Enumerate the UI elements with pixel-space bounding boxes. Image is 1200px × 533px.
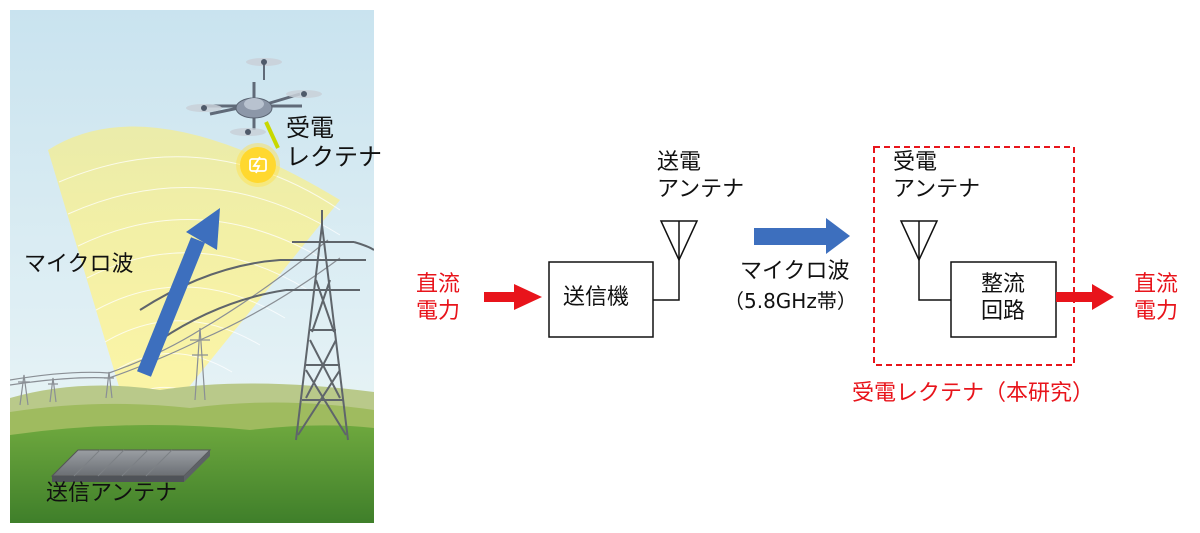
dc-output-label: 直流 電力 <box>1134 272 1179 324</box>
rectifier-label: 整流 回路 <box>981 272 1026 324</box>
frequency-band-label: （5.8GHz帯） <box>724 289 857 313</box>
wireless-power-illustration <box>10 10 374 523</box>
rectenna-caption: 受電レクテナ（本研究） <box>852 381 1095 406</box>
dc-input-label: 直流 電力 <box>416 272 461 324</box>
dc-input-arrow <box>484 284 542 310</box>
power-pylon <box>139 210 374 441</box>
rx-antenna-label: 受電 アンテナ <box>893 150 981 202</box>
rectenna-glow <box>236 143 280 187</box>
transmit-antenna-label: 送信アンテナ <box>46 481 178 506</box>
microwave-arrow-illustration <box>137 208 220 377</box>
transmitter-label: 送信機 <box>563 285 630 310</box>
receive-rectenna-label: 受電 レクテナ <box>286 114 382 172</box>
tx-antenna-symbol <box>653 220 699 301</box>
microwave-label-illustration: マイクロ波 <box>24 252 134 277</box>
dc-output-arrow <box>1056 284 1114 310</box>
tx-antenna-label: 送電 アンテナ <box>657 150 745 202</box>
microwave-label-diagram: マイクロ波 <box>740 259 850 284</box>
rectenna-boundary <box>873 146 1075 366</box>
rx-antenna-symbol <box>899 220 951 301</box>
microwave-arrow-diagram <box>754 218 850 254</box>
transmit-antenna-pad <box>50 449 212 482</box>
distant-towers <box>10 239 341 406</box>
transmitter-box <box>548 261 654 338</box>
rectifier-box <box>950 261 1057 338</box>
drone <box>186 58 322 149</box>
